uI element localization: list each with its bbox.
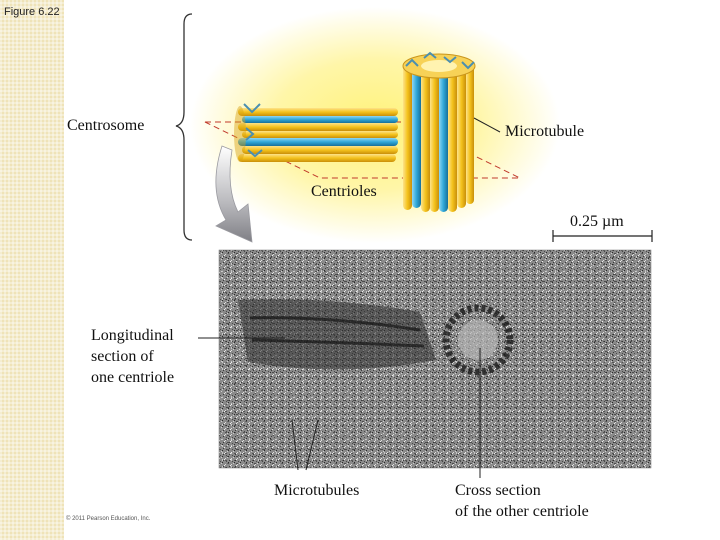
microtubule-label: Microtubule bbox=[505, 123, 585, 140]
longitudinal-label-line-1: Longitudinal bbox=[91, 327, 174, 344]
scale-bar bbox=[552, 230, 653, 242]
microtubules-leader bbox=[291, 419, 319, 471]
electron-micrograph bbox=[218, 249, 652, 469]
figure-label: Figure 6.22 bbox=[4, 6, 60, 18]
vertical-centriole bbox=[402, 51, 476, 212]
cross-section-label-line-1: Cross section bbox=[455, 482, 541, 499]
microtubule-leader bbox=[473, 117, 501, 133]
centrioles-label: Centrioles bbox=[311, 183, 377, 200]
scale-label: 0.25 µm bbox=[570, 213, 624, 230]
cross-section-label-line-2: of the other centriole bbox=[455, 503, 589, 520]
microtubules-label: Microtubules bbox=[274, 482, 360, 499]
copyright-text: © 2011 Pearson Education, Inc. bbox=[66, 516, 151, 522]
horizontal-centriole bbox=[234, 103, 398, 162]
centrosome-brace bbox=[175, 13, 193, 241]
centrosome-label: Centrosome bbox=[67, 117, 145, 134]
magnify-arrow bbox=[215, 145, 253, 243]
longitudinal-label-line-3: one centriole bbox=[91, 369, 175, 386]
longitudinal-label-line-2: section of bbox=[91, 348, 154, 365]
decorative-sidebar bbox=[0, 0, 64, 540]
